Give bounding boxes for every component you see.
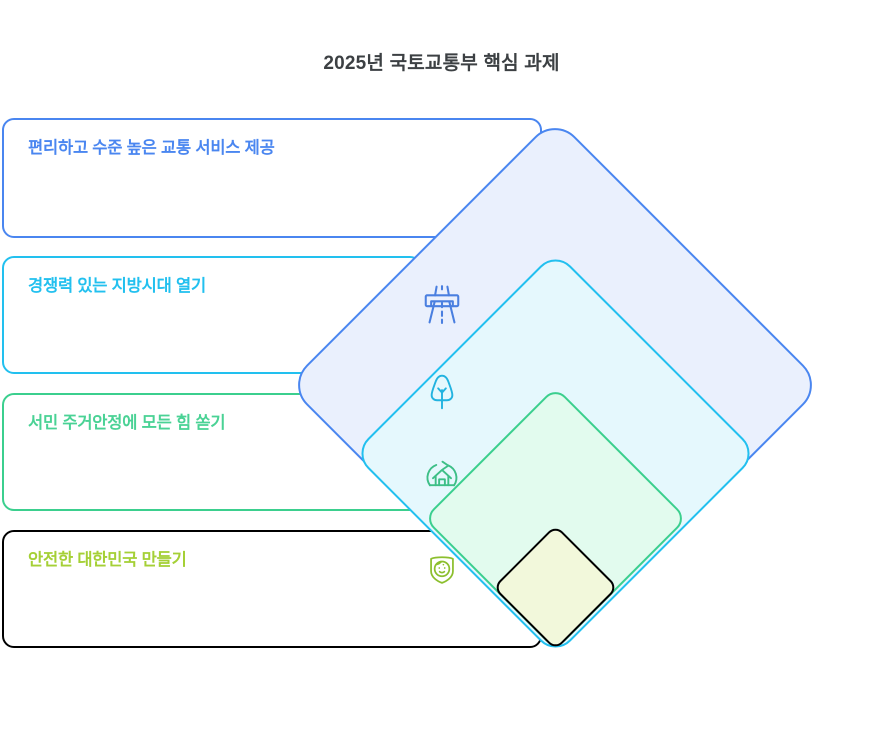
task-label-text-3: 서민 주거안정에 모든 힘 쏟기	[28, 414, 226, 432]
task-label-text-2: 경쟁력 있는 지방시대 열기	[28, 277, 206, 295]
page-title: 2025년 국토교통부 핵심 과제	[323, 53, 560, 74]
task-label-text-4: 안전한 대한민국 만들기	[28, 551, 187, 569]
task-label-text-1: 편리하고 수준 높은 교통 서비스 제공	[28, 139, 275, 157]
